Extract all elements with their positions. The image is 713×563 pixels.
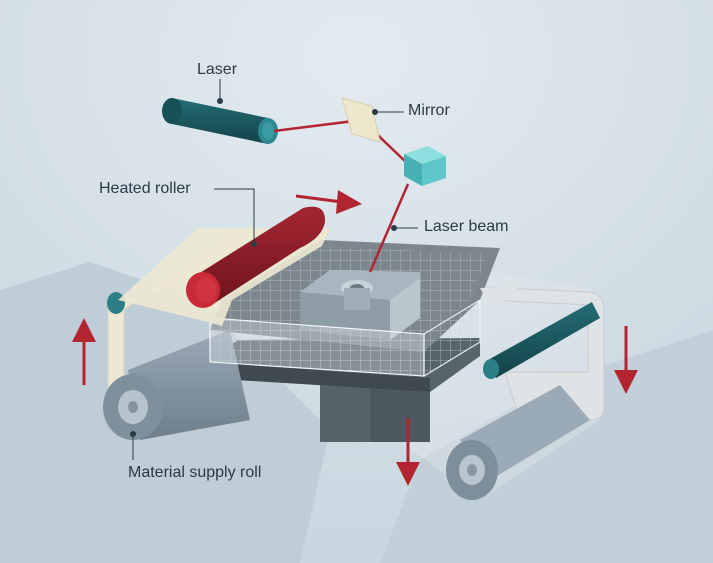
mountain-right bbox=[380, 330, 713, 563]
label-mirror: Mirror bbox=[408, 102, 450, 119]
arrow-down-right bbox=[614, 326, 638, 394]
right-lower-roll bbox=[446, 385, 590, 500]
laser bbox=[162, 98, 278, 144]
label-laser: Laser bbox=[197, 61, 238, 78]
powder-cage bbox=[209, 298, 481, 378]
leader-lines bbox=[132, 79, 418, 460]
label-laser-beam: Laser beam bbox=[424, 218, 509, 235]
right-teal-roller bbox=[483, 302, 600, 379]
arrow-up-left bbox=[72, 318, 96, 385]
label-heated-roller: Heated roller bbox=[99, 180, 191, 197]
scanner-cube bbox=[404, 146, 446, 186]
arrow-down-center bbox=[396, 418, 420, 486]
frame-right-front bbox=[480, 286, 520, 302]
mirror bbox=[341, 97, 381, 143]
label-material-supply-roll: Material supply roll bbox=[128, 464, 262, 481]
left-teal-roller-end bbox=[107, 292, 125, 314]
arrow-right bbox=[295, 190, 362, 214]
printed-part bbox=[300, 270, 420, 340]
frame-right-loop bbox=[478, 286, 605, 421]
leader-dots bbox=[130, 98, 397, 437]
heated-roller bbox=[186, 206, 326, 308]
